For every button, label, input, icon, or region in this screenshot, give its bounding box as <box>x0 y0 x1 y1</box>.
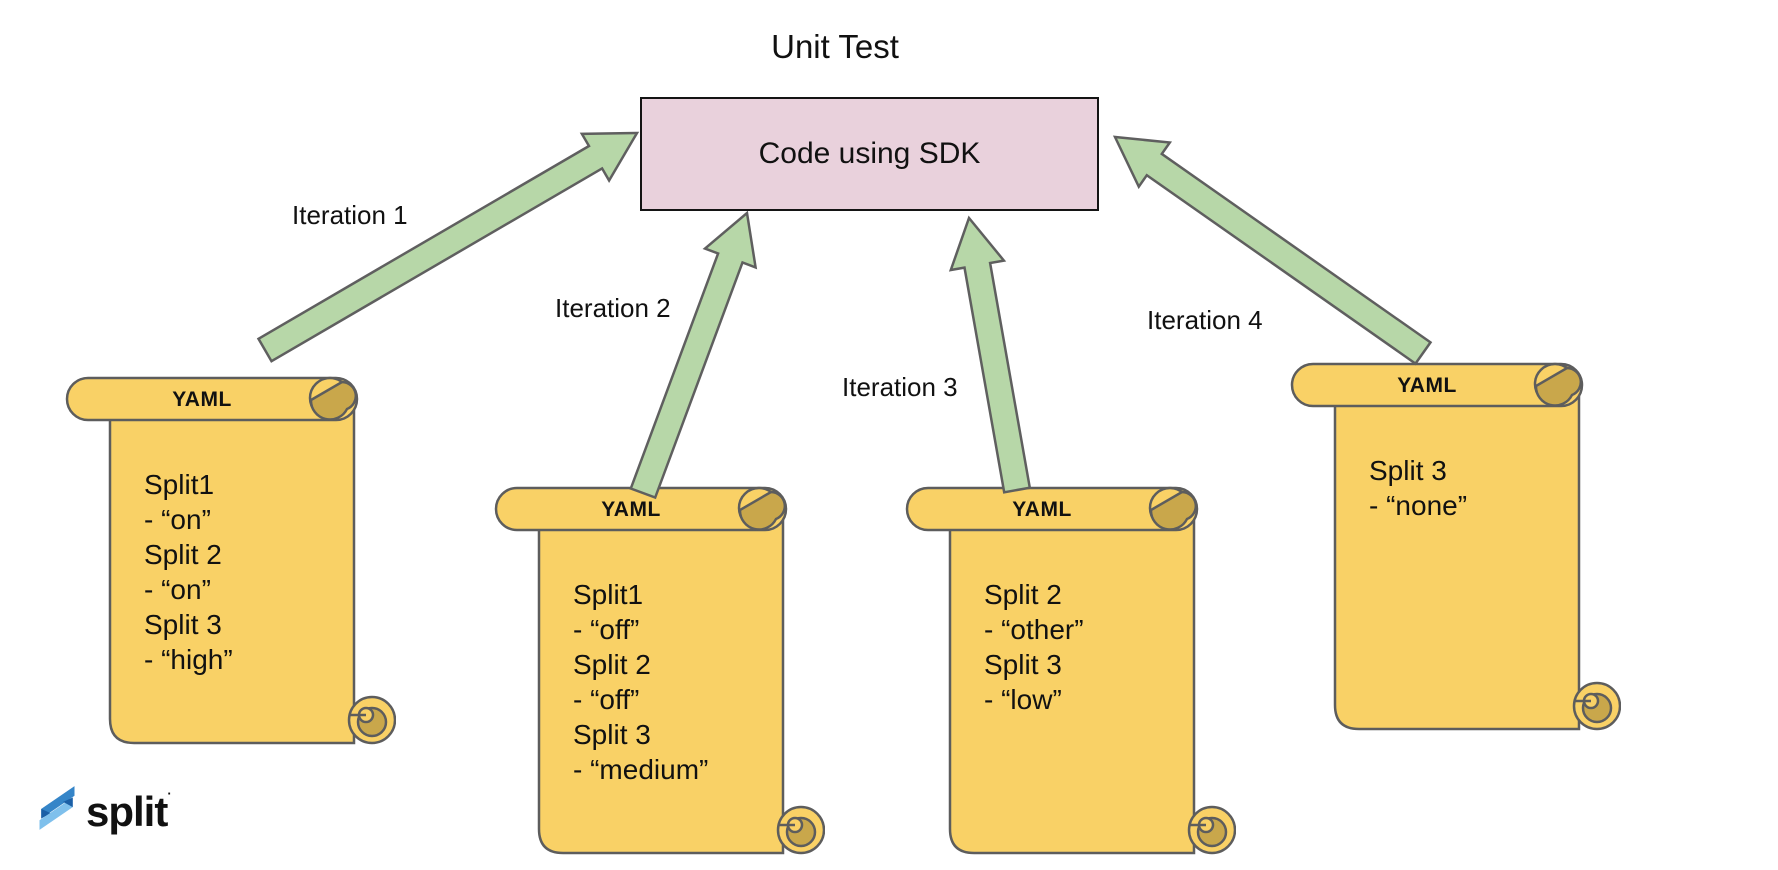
iteration-1-label: Iteration 1 <box>292 200 408 230</box>
scroll-2-content: Split1 - “off” Split 2 - “off” Split 3 -… <box>573 579 709 785</box>
sdk-box: Code using SDK <box>640 97 1099 211</box>
scroll-4-content: Split 3 - “none” <box>1369 455 1468 521</box>
scroll-1-content: Split1 - “on” Split 2 - “on” Split 3 - “… <box>144 469 233 675</box>
split-logo: split· <box>36 784 172 833</box>
scroll-3-content: Split 2 - “other” Split 3 - “low” <box>984 579 1084 715</box>
yaml-header-3: YAML <box>1012 498 1072 521</box>
split-logo-trademark: · <box>167 786 172 801</box>
iteration-2-label: Iteration 2 <box>555 293 671 323</box>
diagram-title: Unit Test <box>771 28 899 65</box>
iteration-3-label: Iteration 3 <box>842 372 958 402</box>
arrow-iteration-4 <box>1112 135 1433 366</box>
arrow-iteration-1 <box>256 131 640 363</box>
arrow-iteration-3 <box>948 215 1032 494</box>
sdk-box-label: Code using SDK <box>758 137 981 170</box>
iteration-4-label: Iteration 4 <box>1147 305 1263 335</box>
yaml-header-2: YAML <box>601 498 661 521</box>
split-logo-icon <box>39 786 75 830</box>
split-logo-text: split <box>86 788 168 835</box>
yaml-header-4: YAML <box>1397 374 1457 397</box>
yaml-header-1: YAML <box>172 388 232 411</box>
arrow-iteration-2 <box>629 210 758 500</box>
